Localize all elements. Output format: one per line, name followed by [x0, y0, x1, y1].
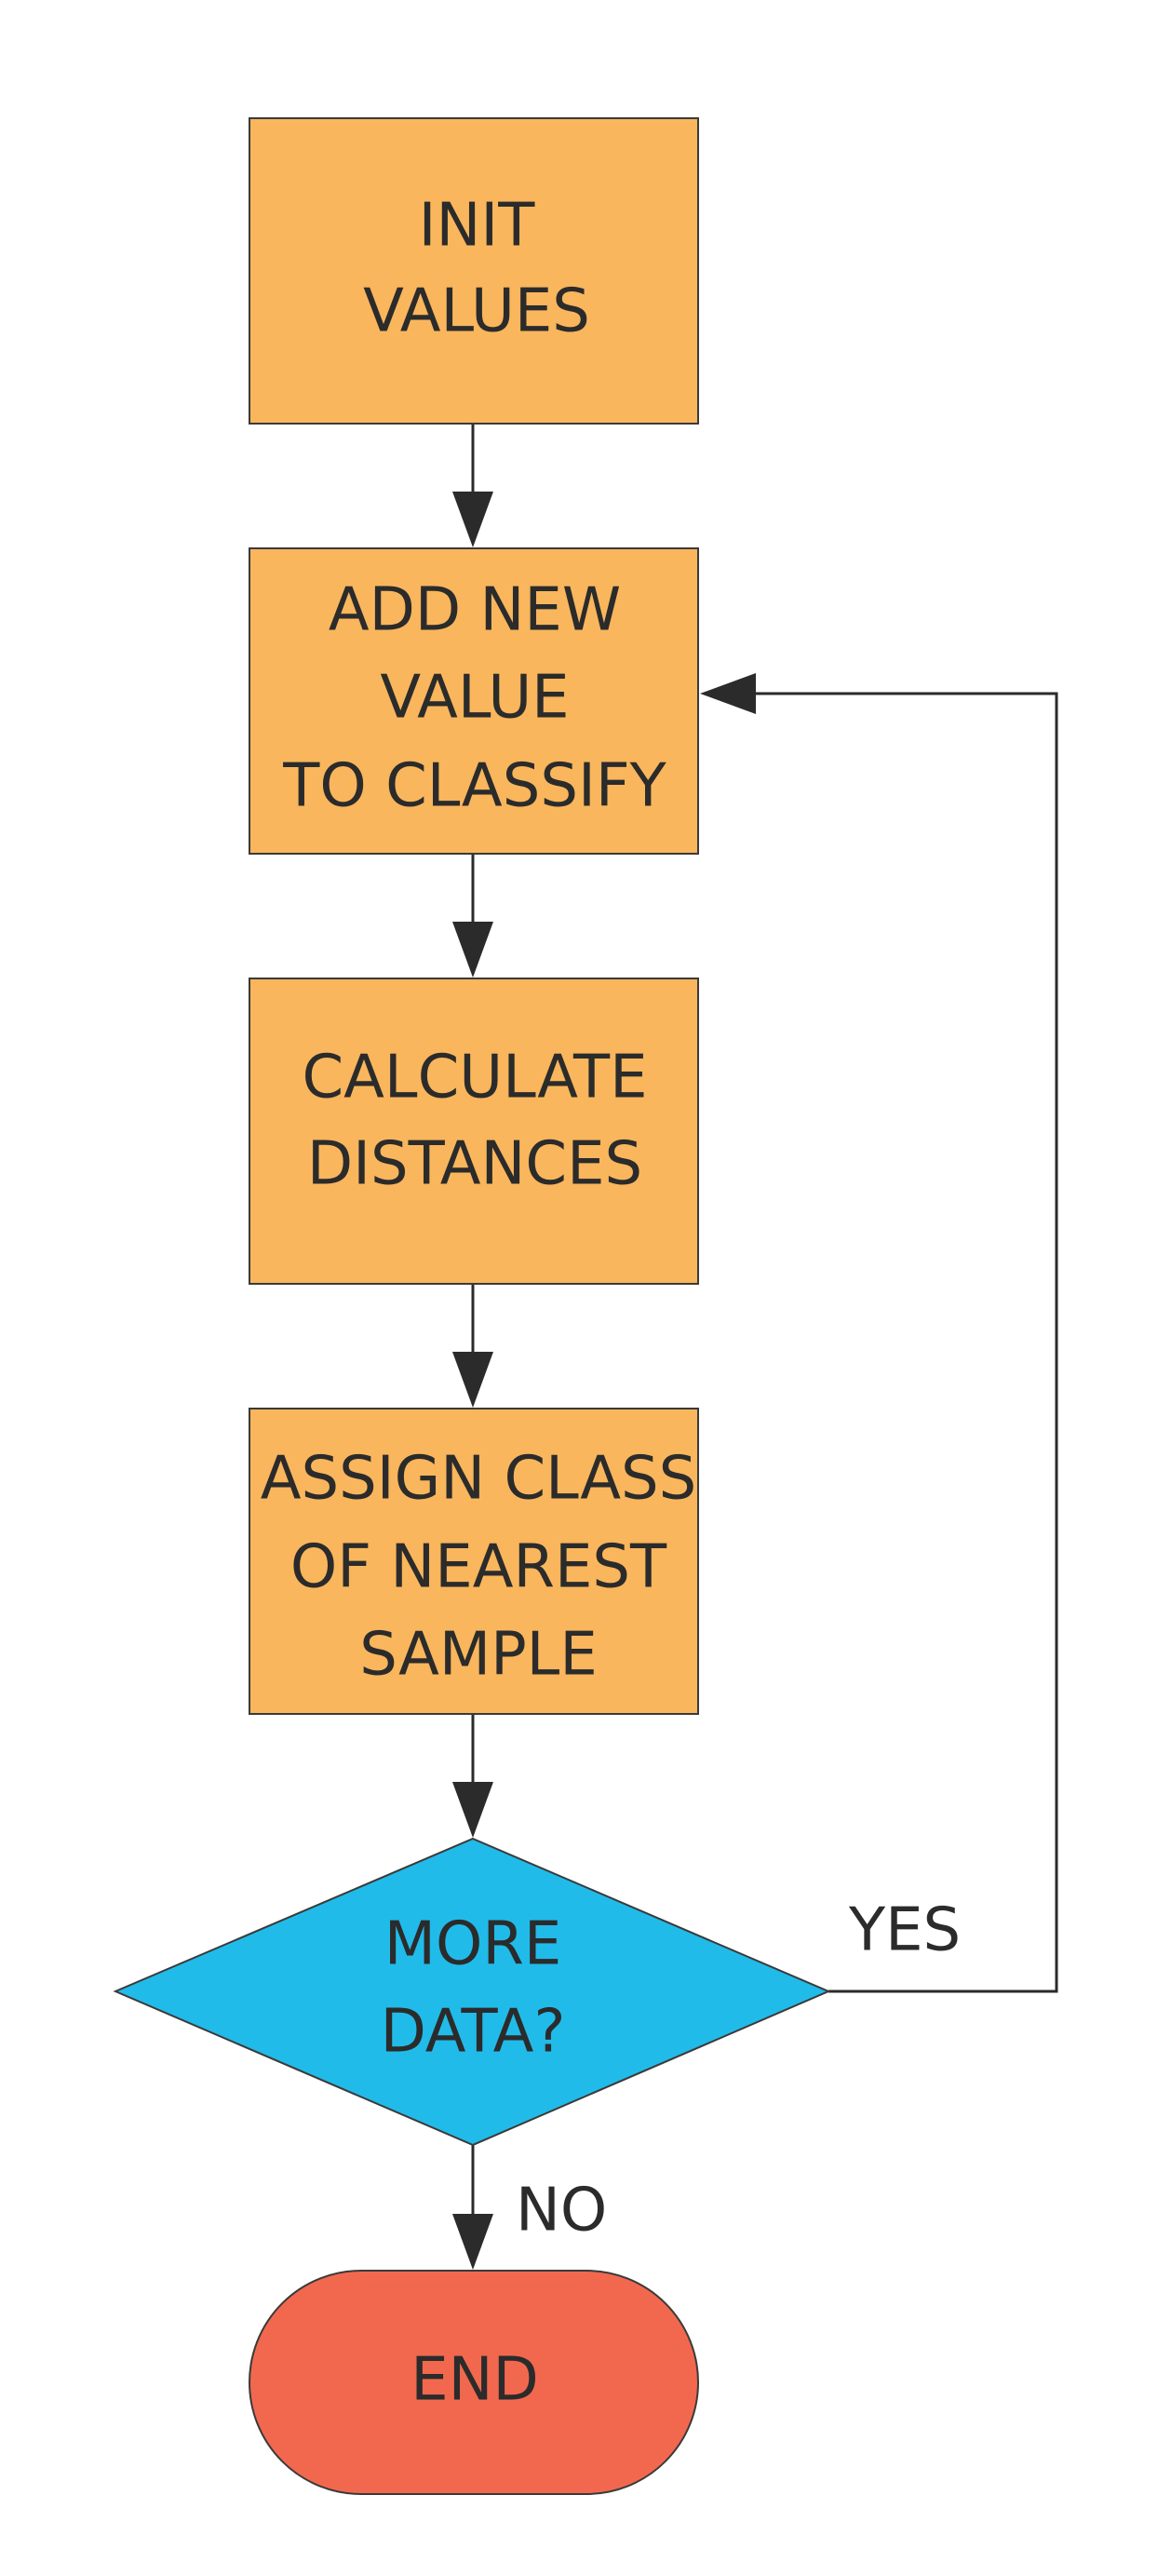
arrowhead-down-icon	[452, 922, 493, 978]
node-text-line: DATA?	[381, 1998, 566, 2067]
node-text-line: VALUES	[363, 277, 590, 346]
node-text-line: SAMPLE	[359, 1621, 598, 1690]
edge-label-yes: YES	[848, 1896, 961, 1965]
connector-yes-loop	[745, 692, 1058, 1993]
node-text-line: ASSIGN CLASS	[261, 1445, 697, 1514]
node-text-line: OF NEAREST	[290, 1533, 667, 1602]
node-text-line: VALUE	[380, 664, 569, 733]
process-assign-class: ASSIGN CLASS OF NEAREST SAMPLE	[249, 1408, 699, 1715]
node-text-line: TO CLASSIFY	[282, 752, 666, 821]
node-text-line: DISTANCES	[307, 1130, 642, 1199]
node-text-line: END	[411, 2346, 539, 2415]
arrowhead-down-icon	[452, 1782, 493, 1838]
node-text-line: MORE	[384, 1910, 562, 1979]
decision-more-data: MORE DATA?	[113, 1837, 831, 2147]
process-calculate-distances: CALCULATE DISTANCES	[249, 978, 699, 1285]
arrowhead-down-icon	[452, 1352, 493, 1408]
node-text-line: ADD NEW	[329, 576, 621, 645]
terminal-end: END	[249, 2270, 699, 2495]
process-add-new-value: ADD NEW VALUE TO CLASSIFY	[249, 547, 699, 855]
node-text-line: CALCULATE	[302, 1044, 647, 1113]
arrowhead-down-icon	[452, 2214, 493, 2270]
node-text-line: INIT	[419, 192, 536, 261]
arrowhead-down-icon	[452, 492, 493, 547]
arrowhead-left-icon	[700, 673, 756, 714]
process-init-values: INIT VALUES	[249, 117, 699, 425]
edge-label-no: NO	[516, 2177, 607, 2246]
